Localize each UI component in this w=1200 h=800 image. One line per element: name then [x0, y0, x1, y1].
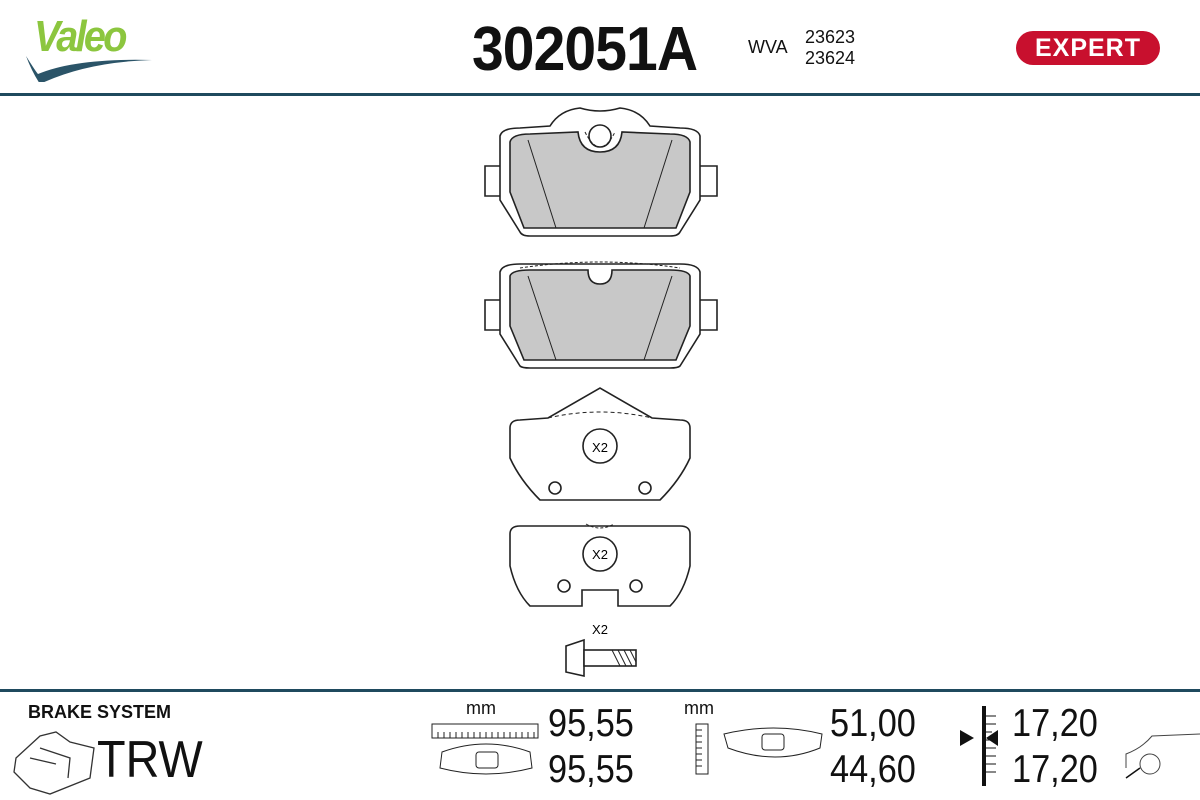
brake-pad-top [484, 107, 718, 237]
brake-system-label: BRAKE SYSTEM [28, 702, 172, 722]
brake-pad-drawing: X2 X2 X2 [484, 107, 718, 677]
width-unit: mm [466, 698, 496, 718]
bolt-quantity: X2 [592, 622, 608, 637]
header-divider [0, 93, 1200, 96]
brake-system-brand: TRW [97, 731, 203, 789]
wva-numbers: 23623 23624 [805, 27, 855, 69]
car-axle-icon [1125, 733, 1200, 779]
valeo-logo: Valeo [26, 12, 161, 82]
brake-pad-bottom [484, 261, 718, 369]
logo-swoosh-icon [26, 56, 152, 82]
shim-quantity: X2 [592, 547, 608, 562]
thickness-value: 17,20 [1012, 748, 1098, 791]
width-value: 95,55 [548, 748, 634, 791]
shim-bottom [509, 523, 691, 607]
wva-number: 23623 [805, 27, 856, 47]
footer-divider [0, 689, 1200, 692]
height-value: 51,00 [830, 702, 916, 745]
height-value: 44,60 [830, 748, 916, 791]
height-unit: mm [684, 698, 714, 718]
wva-label: WVA [748, 37, 788, 57]
width-ruler-icon [431, 723, 539, 775]
width-value: 95,55 [548, 702, 634, 745]
shim-quantity: X2 [592, 440, 608, 455]
expert-badge: EXPERT [1016, 31, 1160, 65]
thickness-icon [960, 706, 998, 786]
bolt-icon [565, 638, 637, 677]
shim-top [509, 387, 691, 501]
wva-number: 23624 [805, 48, 856, 68]
height-ruler-icon [695, 723, 823, 775]
part-number: 302051A [472, 15, 698, 84]
thickness-value: 17,20 [1012, 702, 1098, 745]
caliper-icon [13, 731, 95, 795]
